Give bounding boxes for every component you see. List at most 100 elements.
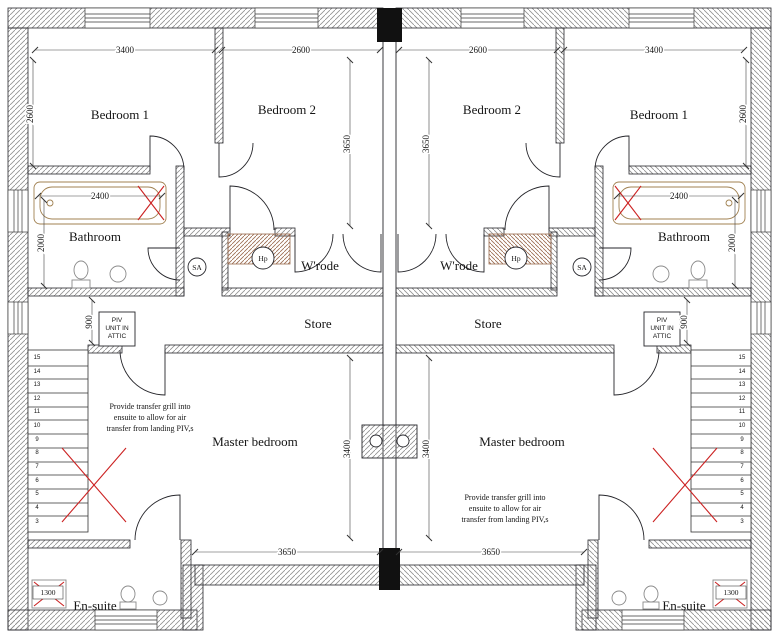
- stair-num: 12: [739, 396, 746, 402]
- stair-num: 15: [34, 355, 41, 361]
- shower-tray: [31, 579, 67, 609]
- dim-900-right: 900: [679, 315, 689, 329]
- piv-text-left-3: ATTIC: [108, 333, 127, 340]
- dim-2000-right: 2000: [727, 234, 737, 253]
- piv-text-right-1: PIV: [657, 317, 668, 324]
- stair-num: 7: [740, 464, 744, 470]
- unit-geometry-right: [395, 7, 772, 631]
- window-bathroom-left: [7, 189, 29, 233]
- stair-num: 3: [35, 519, 39, 525]
- interior-walls: [27, 27, 384, 619]
- dim-2400-bath-right: 2400: [670, 191, 689, 201]
- stair-num: 12: [34, 396, 41, 402]
- stair-num: 7: [35, 464, 39, 470]
- door-wardrobe-right-leaf: [342, 233, 382, 273]
- stair-num: 6: [35, 478, 39, 484]
- note-right-2: ensuite to allow for air: [469, 504, 542, 513]
- door-master-bedroom: [119, 349, 166, 396]
- toilet-bowl: [120, 585, 136, 603]
- stair-num: 4: [740, 505, 744, 511]
- dim-1300-right: 1300: [724, 588, 739, 597]
- piv-annotation-box: [98, 311, 136, 347]
- window-bedroom1-top: [84, 7, 151, 29]
- dim-box-1300-left: [32, 585, 64, 600]
- stair-num: 6: [740, 478, 744, 484]
- window-symbols: [7, 7, 319, 631]
- stair-num: 15: [739, 355, 746, 361]
- party-wall-block-top: [377, 8, 402, 42]
- toilet-cistern: [119, 601, 137, 610]
- note-left-3: transfer from landing PIV,s: [107, 424, 194, 433]
- stair-num: 8: [740, 450, 744, 456]
- basin: [152, 590, 168, 606]
- smoke-alarm-label-right: SA: [577, 263, 587, 272]
- stair-num: 14: [739, 369, 746, 375]
- dim-box-1300-right: [715, 585, 747, 600]
- bathtub-inner: [39, 186, 161, 220]
- room-label-bedroom2-left: Bedroom 2: [258, 102, 316, 117]
- stair-num: 10: [739, 423, 746, 429]
- piv-text-right-2: UNIT IN: [650, 325, 674, 332]
- room-label-bathroom-right: Bathroom: [658, 229, 710, 244]
- smoke-alarm-circle: [187, 257, 207, 277]
- flue-right: [396, 434, 410, 448]
- dim-2600-top-left: 2600: [292, 45, 311, 55]
- stair-numbers-right: 15 14 13 12 11 10 9 8 7 6 5 4 3: [739, 355, 746, 525]
- room-label-bedroom2-right: Bedroom 2: [463, 102, 521, 117]
- stair-num: 10: [34, 423, 41, 429]
- stair-num: 5: [35, 491, 39, 497]
- stair-num: 8: [35, 450, 39, 456]
- room-label-wardrobe-right: W'rode: [440, 258, 478, 273]
- hotpress-label-left: Hp: [258, 254, 267, 263]
- dim-2600-top-right: 2600: [469, 45, 488, 55]
- dim-3400-master-left: 3400: [342, 440, 352, 459]
- stair-treads: [28, 365, 88, 517]
- door-hall: [218, 142, 254, 178]
- note-left-2: ensuite to allow for air: [114, 413, 187, 422]
- dim-2600-side-right: 2600: [738, 105, 748, 124]
- stair-num: 4: [35, 505, 39, 511]
- room-label-bedroom1-right: Bedroom 1: [630, 107, 688, 122]
- note-right-1: Provide transfer grill into: [464, 493, 545, 502]
- ensuite-fixtures: [31, 579, 168, 610]
- bathtub: [33, 181, 167, 225]
- text-labels: Bedroom 1 Bedroom 1 Bedroom 2 Bedroom 2 …: [24, 44, 750, 614]
- room-label-ensuite-left: En-suite: [73, 598, 117, 613]
- dim-3400-top-left: 3400: [116, 45, 135, 55]
- piv-text-left-1: PIV: [112, 317, 123, 324]
- stair-num: 3: [740, 519, 744, 525]
- room-label-master-left: Master bedroom: [212, 434, 298, 449]
- stair-num: 9: [35, 437, 39, 443]
- dim-2600-side-left: 2600: [25, 105, 35, 124]
- stair-num: 11: [34, 409, 41, 415]
- stair-num: 13: [739, 382, 746, 388]
- toilet-bowl: [73, 260, 89, 280]
- basin: [109, 265, 127, 283]
- door-ensuite: [134, 494, 181, 541]
- note-right-3: transfer from landing PIV,s: [462, 515, 549, 524]
- dimension-lines: [29, 46, 750, 600]
- dim-1300-left: 1300: [41, 588, 56, 597]
- hotpress-circle: [251, 246, 275, 270]
- room-label-store-right: Store: [474, 316, 502, 331]
- chimney-block: [361, 424, 418, 459]
- hotpress-label-right: Hp: [511, 254, 520, 263]
- window-ensuite-bottom: [94, 609, 158, 631]
- flue-left: [369, 434, 383, 448]
- dim-3400-master-right: 3400: [421, 440, 431, 459]
- dim-900-left: 900: [84, 315, 94, 329]
- door-wardrobe-left-leaf: [294, 233, 334, 273]
- dim-3650-bottom-left: 3650: [278, 547, 297, 557]
- room-label-wardrobe-left: W'rode: [301, 258, 339, 273]
- door-swings: [119, 135, 382, 541]
- stair-num: 9: [740, 437, 744, 443]
- unit-geometry-left: [7, 7, 384, 631]
- room-label-store-left: Store: [304, 316, 332, 331]
- room-label-bedroom1-left: Bedroom 1: [91, 107, 149, 122]
- window-bedroom2-top: [254, 7, 319, 29]
- room-label-bathroom-left: Bathroom: [69, 229, 121, 244]
- stair-numbers-left: 15 14 13 12 11 10 9 8 7 6 5 4 3: [34, 355, 41, 525]
- door-bedroom2: [229, 185, 275, 231]
- stair-num: 14: [34, 369, 41, 375]
